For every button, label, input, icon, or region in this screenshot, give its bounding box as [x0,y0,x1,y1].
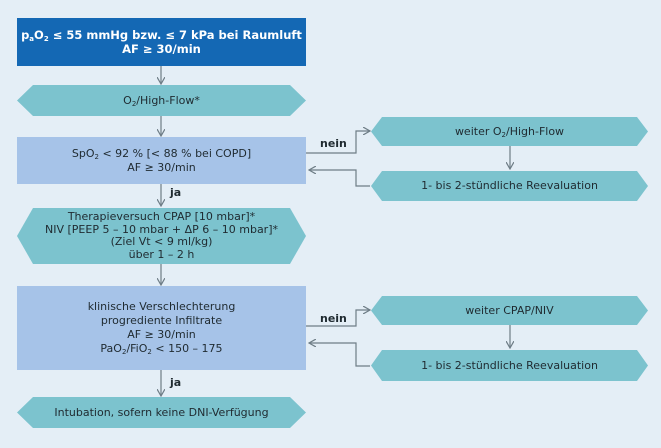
intubation-node: Intubation, sofern keine DNI-Verfügung [17,397,306,428]
therapie-line2: NIV [PEEP 5 – 10 mbar + ΔP 6 – 10 mbar]* [45,222,278,236]
arrow-reeval1-back [309,170,370,187]
spo2-check-line1: SpO2 < 92 % [< 88 % bei COPD] [71,146,252,161]
edge-label-ja-2: ja [170,376,182,389]
arrow-reeval2-back [309,343,370,367]
therapie-node: Therapieversuch CPAP [10 mbar]* NIV [PEE… [17,208,306,264]
start-criteria-line2: AF ≥ 30/min [122,42,201,56]
weiter-cpap-node: weiter CPAP/NIV [371,296,648,325]
therapie-line1: Therapieversuch CPAP [10 mbar]* [67,210,256,223]
edge-label-ja-1: ja [170,186,182,199]
weiter-cpap-label: weiter CPAP/NIV [465,303,554,317]
edge-label-nein-1: nein [320,137,347,150]
reevaluation-node-2: 1- bis 2-stündliche Reevaluation [371,350,648,381]
therapie-line4: über 1 – 2 h [128,247,195,261]
weiter-o2-label: weiter O2/High-Flow [454,124,565,139]
reevaluation-label-1: 1- bis 2-stündliche Reevaluation [421,179,598,192]
klinisch-line3: AF ≥ 30/min [127,328,196,341]
klinisch-line2: progrediente Infiltrate [100,314,223,327]
arrow-klinisch-nein [306,310,370,327]
klinisch-line4: PaO2/FiO2 < 150 – 175 [100,342,223,356]
start-criteria-box: paO2 ≤ 55 mmHg bzw. ≤ 7 kPa bei Raumluft… [17,18,306,66]
klinisch-line1: klinische Verschlechterung [87,300,236,313]
edge-label-nein-2: nein [320,312,347,325]
intubation-label: Intubation, sofern keine DNI-Verfügung [54,405,269,419]
reevaluation-node-1: 1- bis 2-stündliche Reevaluation [371,171,648,201]
klinisch-box: klinische Verschlechterung progrediente … [17,286,306,370]
reevaluation-label-2: 1- bis 2-stündliche Reevaluation [421,358,598,372]
therapie-line3: (Ziel Vt < 9 ml/kg) [110,235,213,248]
spo2-check-line2: AF ≥ 30/min [127,160,196,174]
spo2-check-box: SpO2 < 92 % [< 88 % bei COPD] AF ≥ 30/mi… [17,137,306,184]
weiter-o2-node: weiter O2/High-Flow [371,117,648,146]
start-criteria-line1: paO2 ≤ 55 mmHg bzw. ≤ 7 kPa bei Raumluft [21,28,302,43]
o2-highflow-node: O2/High-Flow* [17,85,306,116]
o2-highflow-label: O2/High-Flow* [123,93,200,108]
arrow-spo2-nein [306,131,370,154]
